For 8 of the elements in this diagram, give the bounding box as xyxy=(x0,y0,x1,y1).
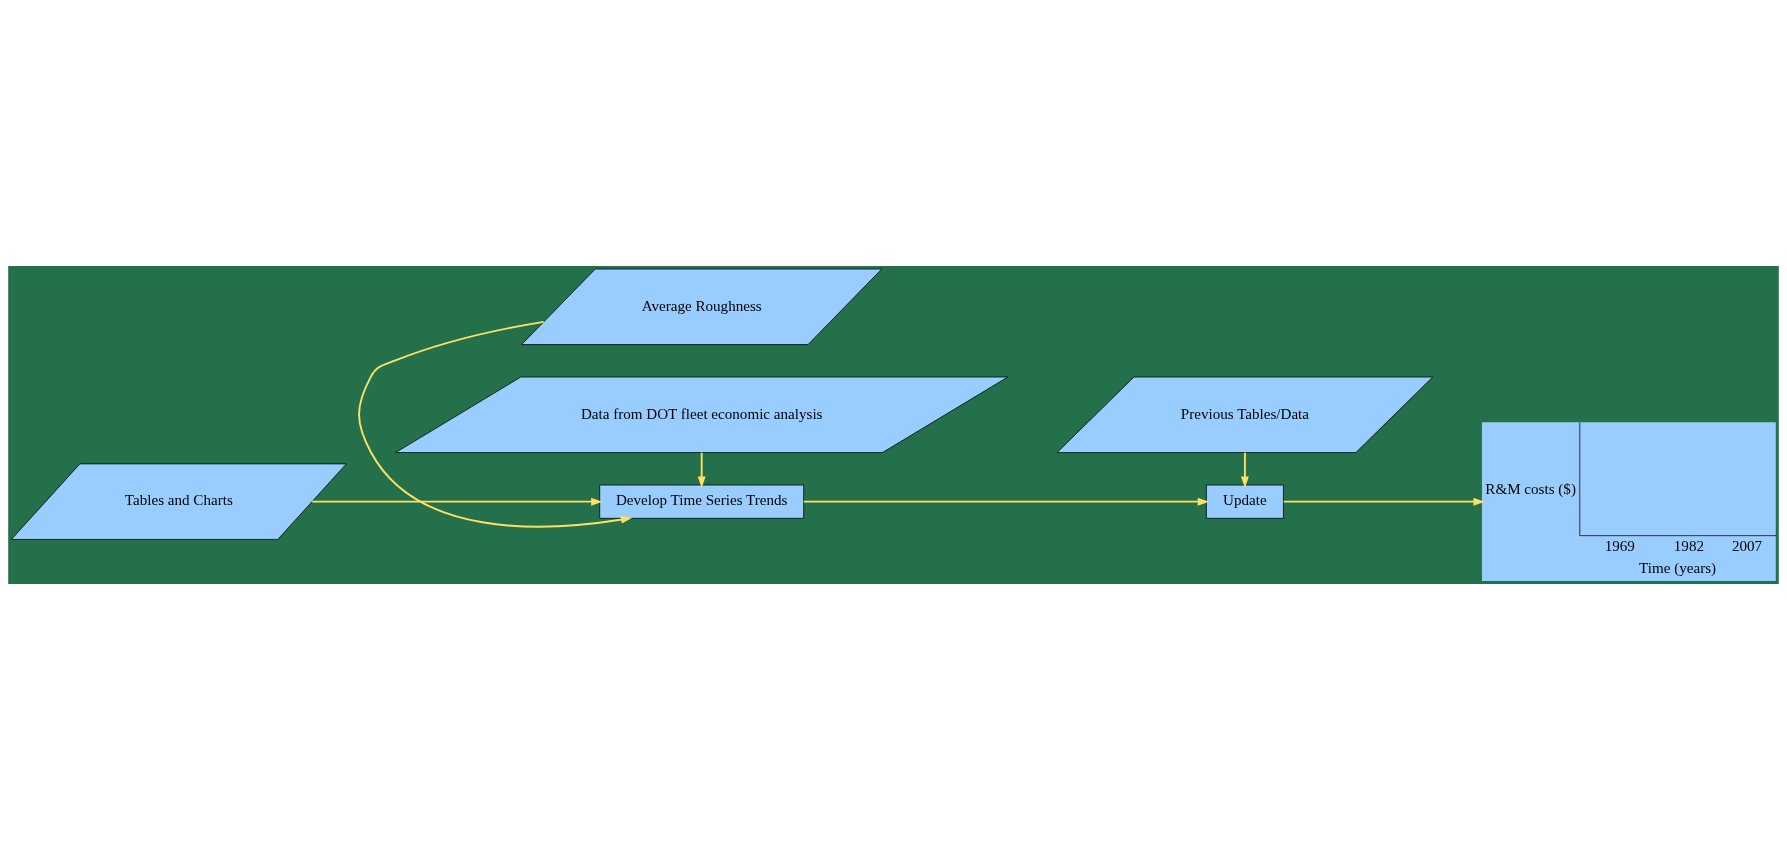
arrow xyxy=(358,320,633,528)
arrow xyxy=(311,497,603,506)
arrow xyxy=(697,451,706,488)
arrow xyxy=(1240,451,1249,488)
arrow xyxy=(802,497,1210,506)
node-box: Update xyxy=(1206,484,1284,519)
arrow xyxy=(1282,497,1485,506)
node-box: Develop Time Series Trends xyxy=(599,484,805,519)
